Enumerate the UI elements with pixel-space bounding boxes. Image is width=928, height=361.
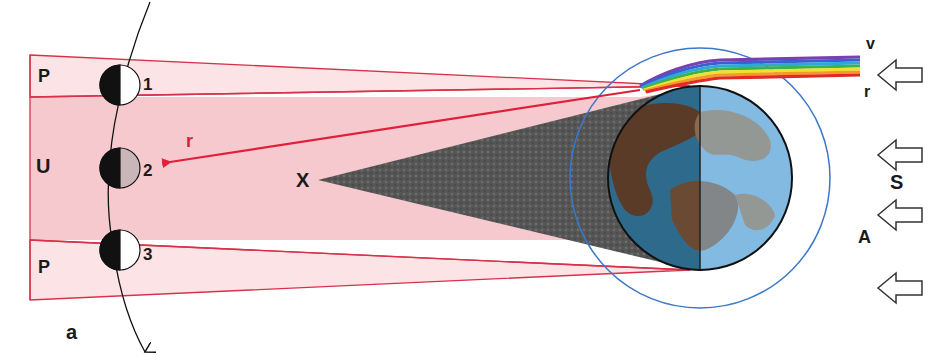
callout-number: 1 [143,76,152,93]
callout-number: 3 [143,246,152,263]
figure-letter: a [66,322,77,342]
callout-number: 2 [143,162,152,179]
ray-label: r [186,132,193,150]
color-label: r [864,84,870,100]
sun-label: S [890,172,903,192]
band-letter: P [38,67,50,85]
band-letter: U [36,156,50,176]
axis-label: A [858,228,871,246]
band-letter: P [38,258,50,276]
color-label: v [866,36,875,52]
point-letter: X [296,170,309,190]
